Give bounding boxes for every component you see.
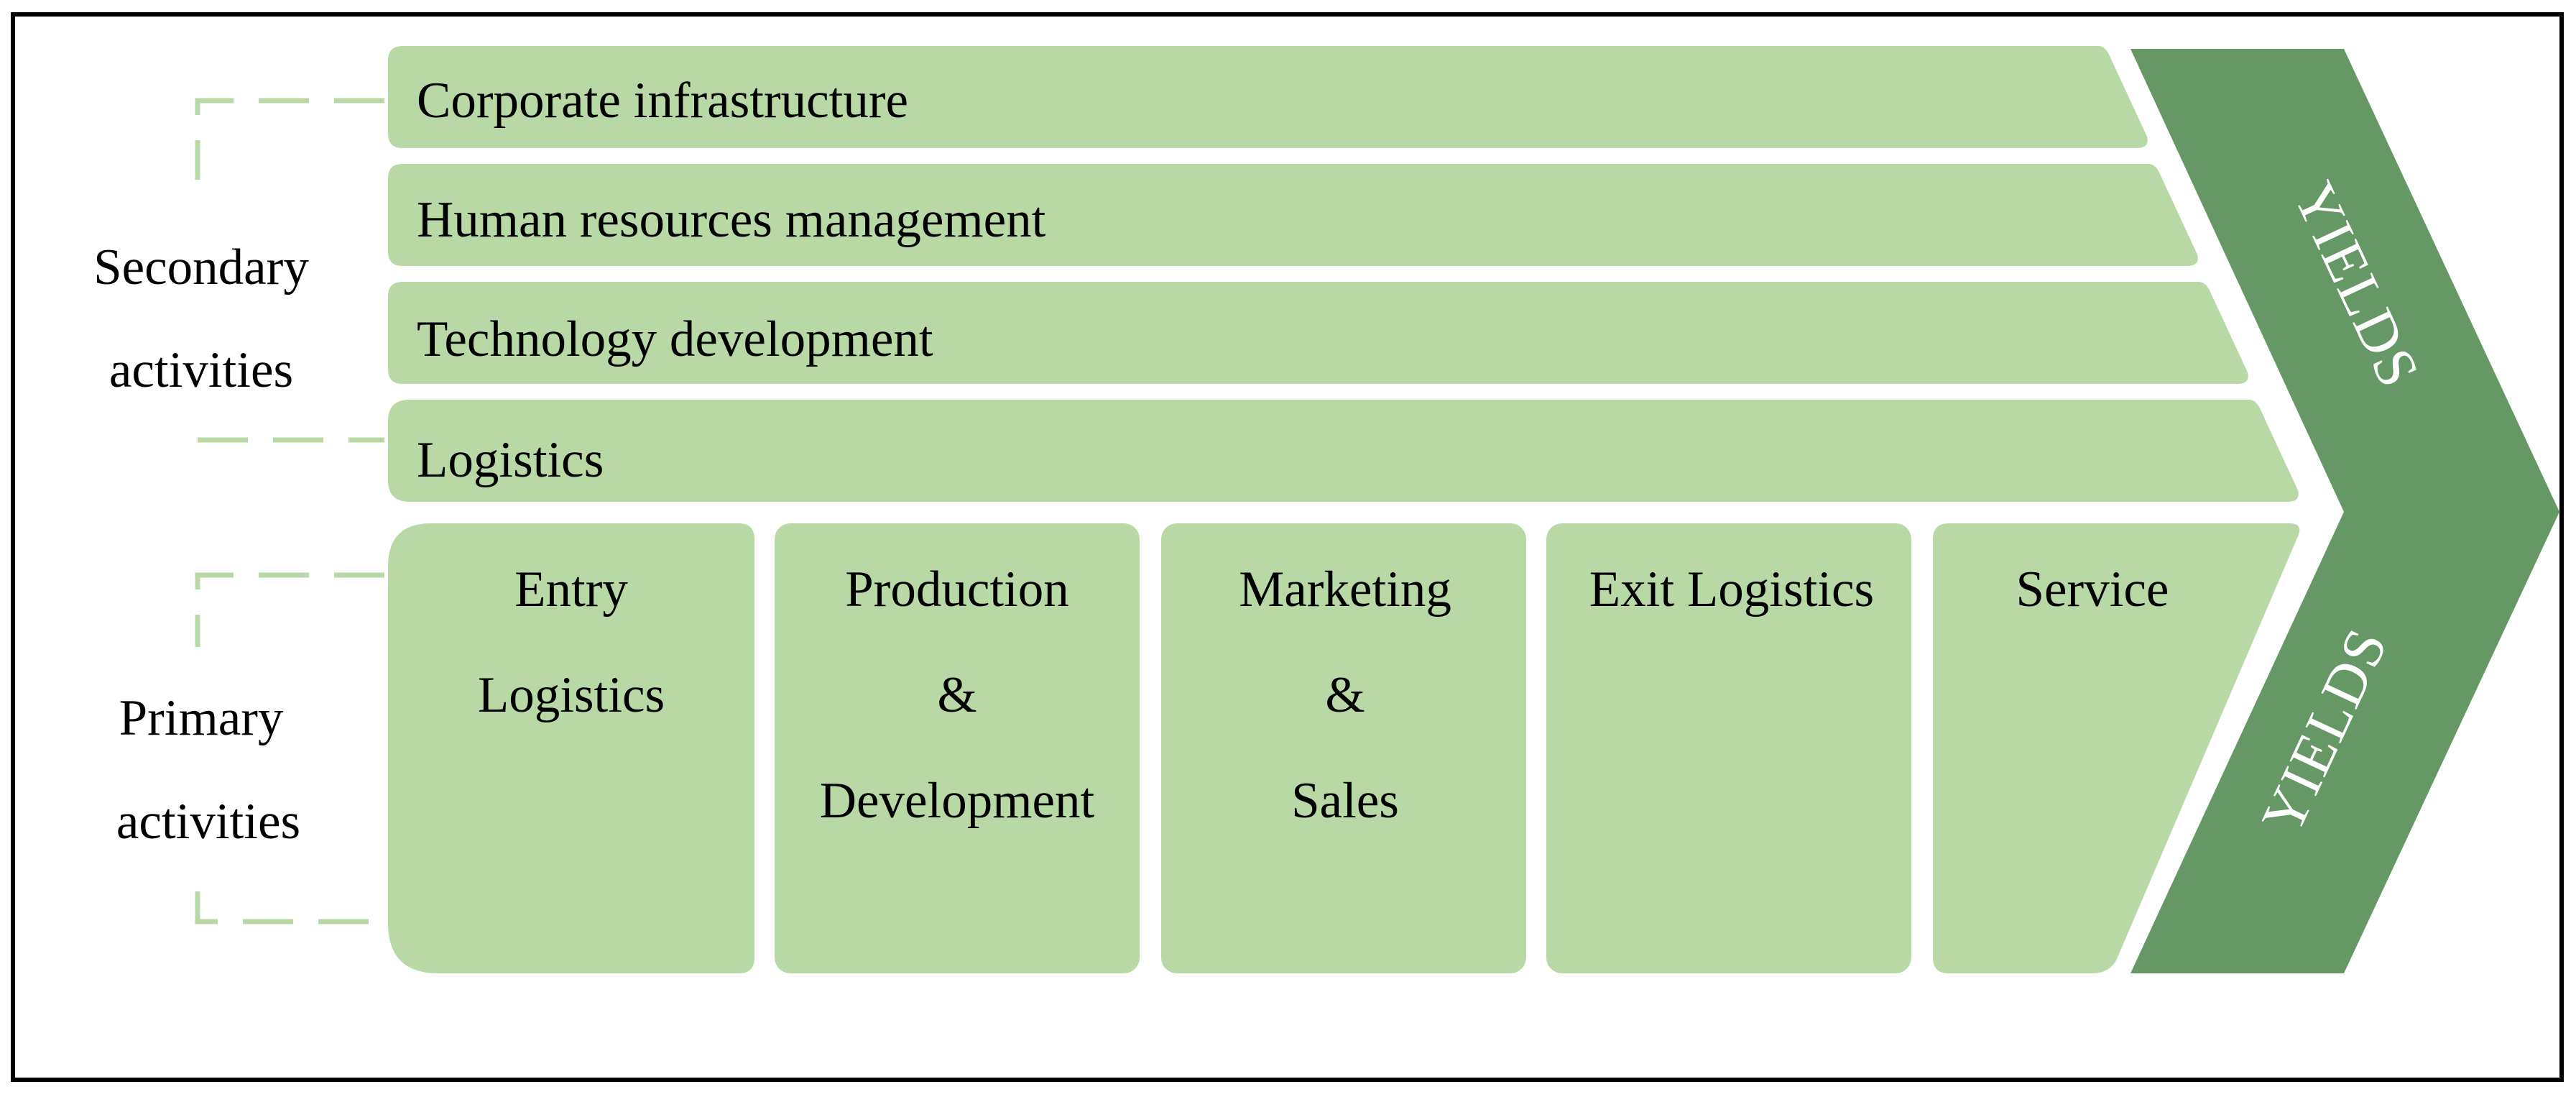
secondary-activities-label: activities <box>109 342 293 398</box>
primary-column-label: Logistics <box>478 667 665 723</box>
primary-column-label: Marketing <box>1239 561 1451 618</box>
diagram-frame <box>11 12 2564 1082</box>
primary-column-marketing <box>1161 523 1526 973</box>
primary-column-label: Entry <box>514 561 628 618</box>
primary-column-label: Exit Logistics <box>1589 561 1874 618</box>
primary-column-production <box>775 523 1140 973</box>
primary-column-exit-logistics <box>1546 523 1911 973</box>
primary-column-label: & <box>1325 667 1365 723</box>
secondary-row-label: Corporate infrastructure <box>417 73 908 129</box>
secondary-bar-technology-development <box>388 282 2248 384</box>
primary-column-label: Production <box>845 561 1069 618</box>
primary-column-label: Service <box>2016 561 2169 618</box>
secondary-row-label: Technology development <box>417 311 933 367</box>
secondary-bar-logistics <box>388 400 2299 502</box>
secondary-row-label: Logistics <box>417 432 604 488</box>
secondary-bracket <box>195 98 384 443</box>
primary-column-service <box>1933 523 2300 973</box>
primary-bracket <box>195 572 384 924</box>
primary-column-label: Sales <box>1291 773 1399 829</box>
primary-column-label: Development <box>820 773 1095 829</box>
primary-column-label: & <box>937 667 977 723</box>
secondary-bar-human-resources <box>388 164 2198 266</box>
secondary-row-label: Human resources management <box>417 192 1046 248</box>
primary-activities-label: activities <box>116 794 300 850</box>
secondary-activities-label: Secondary <box>93 239 309 295</box>
primary-column-entry-logistics <box>388 523 754 973</box>
secondary-bar-corporate-infrastructure <box>388 46 2148 148</box>
primary-activities-label: Primary <box>119 690 284 746</box>
yields-chevron <box>2130 49 2559 973</box>
